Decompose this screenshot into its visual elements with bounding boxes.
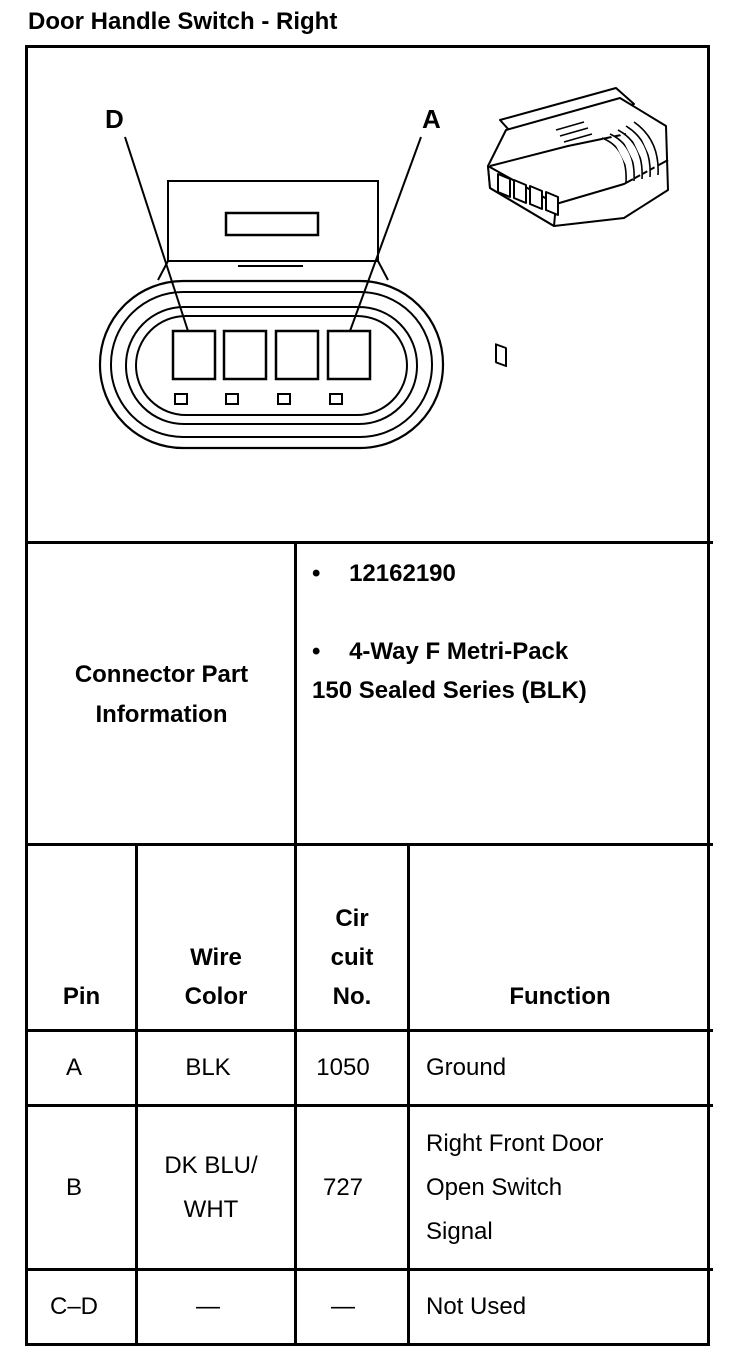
row-b-pin: B <box>65 1173 82 1201</box>
row-a-wire-color: BLK <box>185 1054 231 1081</box>
row-b-wire-color-line2: WHT <box>183 1195 239 1223</box>
divider-header <box>25 1029 713 1032</box>
leader-line-a <box>349 136 422 332</box>
connector-table-frame <box>25 45 710 1346</box>
row-cd-wire-color: — <box>196 1293 220 1320</box>
connector-part-info-label: Connector Part Information <box>28 546 295 843</box>
header-wire-color-line1: Wire <box>190 944 242 971</box>
bullet-icon: • <box>312 560 321 587</box>
connector-latch-tab <box>167 180 379 262</box>
part-number: 12162190 <box>349 560 456 587</box>
connector-isometric-icon <box>487 87 669 368</box>
row-cd-pin: C–D <box>49 1293 98 1320</box>
row-b-function-line2: Open Switch <box>426 1174 563 1201</box>
divider-info <box>25 843 713 846</box>
connector-description-line1: 4-Way F Metri-Pack <box>349 638 569 665</box>
row-a-function: Ground <box>426 1054 507 1081</box>
divider-diagram <box>25 541 713 544</box>
pin-label-a: A <box>422 104 441 134</box>
header-wire-color: Wire Color <box>138 938 294 1016</box>
header-circuit-line3: No. <box>332 983 372 1010</box>
leader-line-d <box>124 136 189 332</box>
latch-window <box>224 211 320 237</box>
header-wire-color-line2: Color <box>184 983 248 1010</box>
terminal-cavity-d <box>171 329 217 381</box>
divider-col-circuit <box>407 843 410 1346</box>
connector-outer-shell <box>98 279 445 450</box>
bullet-icon: • <box>312 638 321 665</box>
divider-col-wire <box>294 843 297 1346</box>
connector-info-label-line2: Information <box>95 700 228 728</box>
pin-label-d: D <box>105 104 124 134</box>
terminal-cavity-b <box>274 329 320 381</box>
row-b-circuit: 727 <box>322 1173 364 1201</box>
divider-row-a <box>25 1104 713 1107</box>
terminal-cavity-a <box>326 329 372 381</box>
row-b-wire-color-line1: DK BLU/ <box>164 1151 258 1179</box>
header-function: Function <box>509 983 611 1010</box>
connector-face-diagram: D A <box>98 87 669 450</box>
row-b-function-line3: Signal <box>426 1218 493 1245</box>
page-title: Door Handle Switch - Right <box>28 8 338 35</box>
terminal-cavity-c <box>222 329 268 381</box>
connector-seal <box>125 306 418 425</box>
divider-info-col <box>294 541 297 846</box>
row-a-pin: A <box>65 1054 82 1081</box>
divider-row-b <box>25 1268 713 1271</box>
header-circuit-line1: Cir <box>335 905 369 932</box>
row-a-circuit: 1050 <box>316 1054 370 1081</box>
header-pin: Pin <box>62 983 101 1010</box>
row-cd-circuit: — <box>331 1293 355 1320</box>
connector-description-line2: 150 Sealed Series (BLK) <box>312 677 587 704</box>
divider-col-pin <box>135 843 138 1346</box>
header-circuit-no: Cir cuit No. <box>297 899 407 1016</box>
row-cd-function: Not Used <box>426 1293 527 1320</box>
row-b-wire-color: DK BLU/ WHT <box>138 1107 284 1268</box>
header-circuit-line2: cuit <box>330 944 374 971</box>
connector-info-label-line1: Connector Part <box>74 660 249 688</box>
row-b-function-line1: Right Front Door <box>426 1130 604 1157</box>
